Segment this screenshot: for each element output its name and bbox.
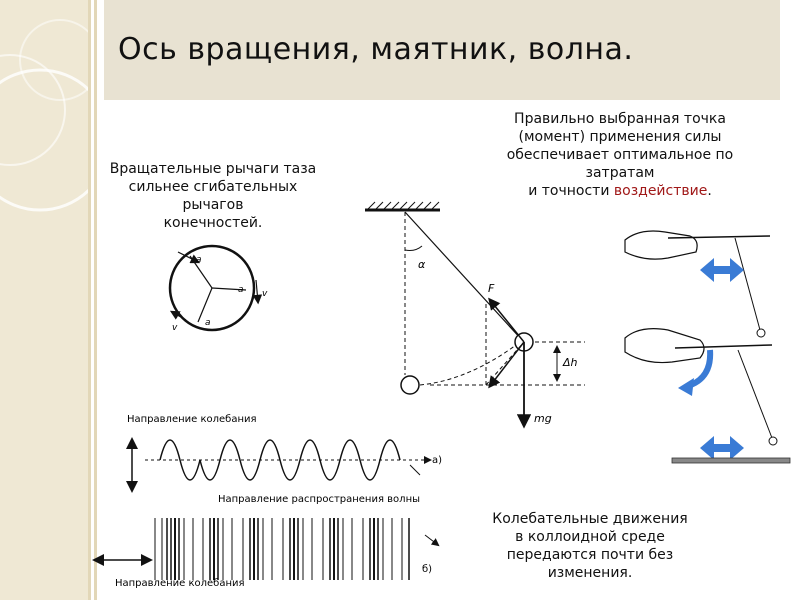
text-line: (момент) применения силы xyxy=(518,129,722,145)
label-alpha: α xyxy=(418,258,426,271)
label-b: б) xyxy=(422,564,432,575)
text-line: и точности воздействие. xyxy=(470,182,770,200)
label-height: Δh xyxy=(562,356,578,369)
text-suffix: . xyxy=(707,183,712,199)
hand-needle-illustrations xyxy=(624,230,791,464)
label-a: a xyxy=(205,318,211,328)
lever-line xyxy=(211,287,247,291)
title-band xyxy=(104,0,780,100)
label-a: a xyxy=(196,255,202,265)
component-arrow xyxy=(488,341,525,389)
velocity-arrow xyxy=(177,251,201,264)
thread xyxy=(734,237,761,331)
label-v: v xyxy=(172,323,178,333)
text-line: изменения. xyxy=(547,565,633,581)
text-rotational-levers: Вращательные рычаги таза сильнее сгибате… xyxy=(78,160,348,232)
weight-nut xyxy=(756,328,766,338)
transverse-wave xyxy=(159,439,401,481)
pendulum-string xyxy=(404,211,523,341)
propagation-arrow xyxy=(424,534,440,547)
angle-arc xyxy=(404,245,423,251)
needle xyxy=(674,344,773,349)
base-plate xyxy=(671,457,791,464)
curved-blue-arrow-head xyxy=(678,378,694,396)
label-oscillation-direction: Направление колебания xyxy=(127,414,257,425)
label-force: F xyxy=(488,282,495,295)
slide-title: Ось вращения, маятник, волна. xyxy=(118,32,634,67)
text-line: передаются почти без xyxy=(506,547,674,563)
deco-stripe xyxy=(88,0,91,600)
velocity-arrow xyxy=(169,310,187,321)
force-arrow xyxy=(488,297,525,343)
lever-line xyxy=(197,287,213,323)
label-propagation-direction: Направление распространения волны xyxy=(218,494,420,505)
text-oscillations: Колебательные движения в коллоидной сред… xyxy=(455,510,725,582)
text-line: Колебательные движения xyxy=(492,511,688,527)
label-a: а) xyxy=(432,455,442,466)
longitudinal-wave xyxy=(154,518,410,580)
left-decoration xyxy=(0,0,88,600)
wave-diagram: Направление колебания а) Направление рас… xyxy=(92,414,442,589)
swing-arc xyxy=(419,341,521,386)
thread xyxy=(737,349,773,439)
rotation-circle xyxy=(168,244,256,332)
ceiling-hatching xyxy=(367,201,440,210)
tick xyxy=(409,464,421,476)
circle-lever-diagram: a a a v v xyxy=(168,244,268,333)
hand-illustration xyxy=(624,230,698,260)
decorative-circles xyxy=(0,19,88,212)
weight-nut xyxy=(768,436,778,446)
text-line: конечностей. xyxy=(163,215,263,231)
needle xyxy=(667,235,771,239)
label-v: v xyxy=(262,289,268,299)
label-weight: mg xyxy=(534,412,552,425)
deco-stripe xyxy=(94,0,97,600)
pendulum-bob-rest xyxy=(400,375,420,395)
pendulum-diagram: α F Δh mg xyxy=(365,201,585,429)
label-oscillation-direction: Направление колебания xyxy=(115,578,245,589)
highlighted-word: воздействие xyxy=(613,183,708,199)
blue-double-arrow xyxy=(700,436,744,460)
text-line: Вращательные рычаги таза xyxy=(109,161,317,177)
text-line: Правильно выбранная точка xyxy=(514,111,726,127)
label-a: a xyxy=(238,285,244,295)
text-line: сильнее сгибательных xyxy=(128,179,298,195)
blue-double-arrow xyxy=(700,258,744,282)
text-line: затратам xyxy=(585,165,655,181)
text-line: в коллоидной среде xyxy=(515,529,665,545)
text-force-application: Правильно выбранная точка (момент) приме… xyxy=(470,110,770,200)
text-line: рычагов xyxy=(182,197,244,213)
velocity-arrow xyxy=(252,279,263,305)
text-prefix: и точности xyxy=(528,183,614,199)
text-line: обеспечивает оптимальное по xyxy=(506,147,734,163)
hand-illustration xyxy=(624,328,705,364)
